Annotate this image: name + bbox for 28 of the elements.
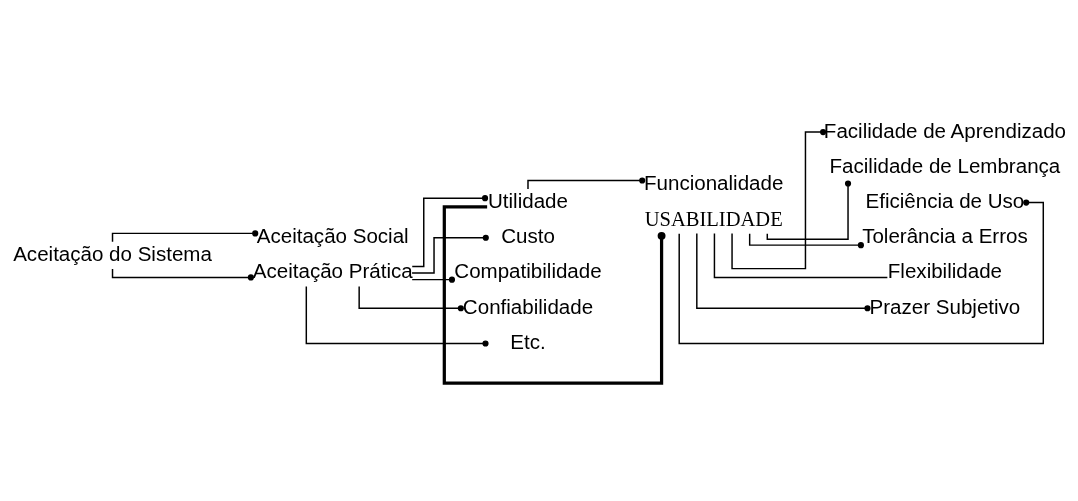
node-text: Eficiência de Uso bbox=[865, 188, 1025, 212]
node-text: USABILIDADE bbox=[644, 207, 783, 230]
connector bbox=[358, 285, 464, 311]
node-text: Funcionalidade bbox=[644, 170, 784, 194]
node-text: Facilidade de Aprendizado bbox=[823, 118, 1067, 142]
connector bbox=[696, 232, 871, 311]
node-text: Compatibilidade bbox=[454, 258, 602, 282]
node-text: Aceitação Prática bbox=[252, 258, 413, 282]
connector bbox=[748, 232, 864, 248]
connector bbox=[411, 234, 489, 274]
connector bbox=[411, 276, 456, 283]
node-text: Utilidade bbox=[488, 188, 568, 212]
connector bbox=[713, 232, 889, 278]
node-text: Prazer Subjetivo bbox=[869, 294, 1021, 318]
node-text: Confiabilidade bbox=[462, 294, 594, 318]
connector bbox=[411, 194, 489, 267]
node-text: Facilidade de Lembrança bbox=[829, 153, 1061, 177]
connector bbox=[442, 204, 666, 385]
connector bbox=[766, 179, 852, 240]
node-text: Etc. bbox=[510, 329, 546, 353]
node-text: Custo bbox=[501, 223, 555, 247]
node-text: Tolerância a Erros bbox=[862, 223, 1028, 247]
connector bbox=[678, 198, 1045, 344]
node-text: Flexibilidade bbox=[887, 258, 1003, 282]
node-text: Aceitação do Sistema bbox=[13, 241, 212, 265]
connector bbox=[305, 285, 489, 347]
node-text: Aceitação Social bbox=[256, 223, 409, 247]
connector bbox=[731, 128, 827, 269]
